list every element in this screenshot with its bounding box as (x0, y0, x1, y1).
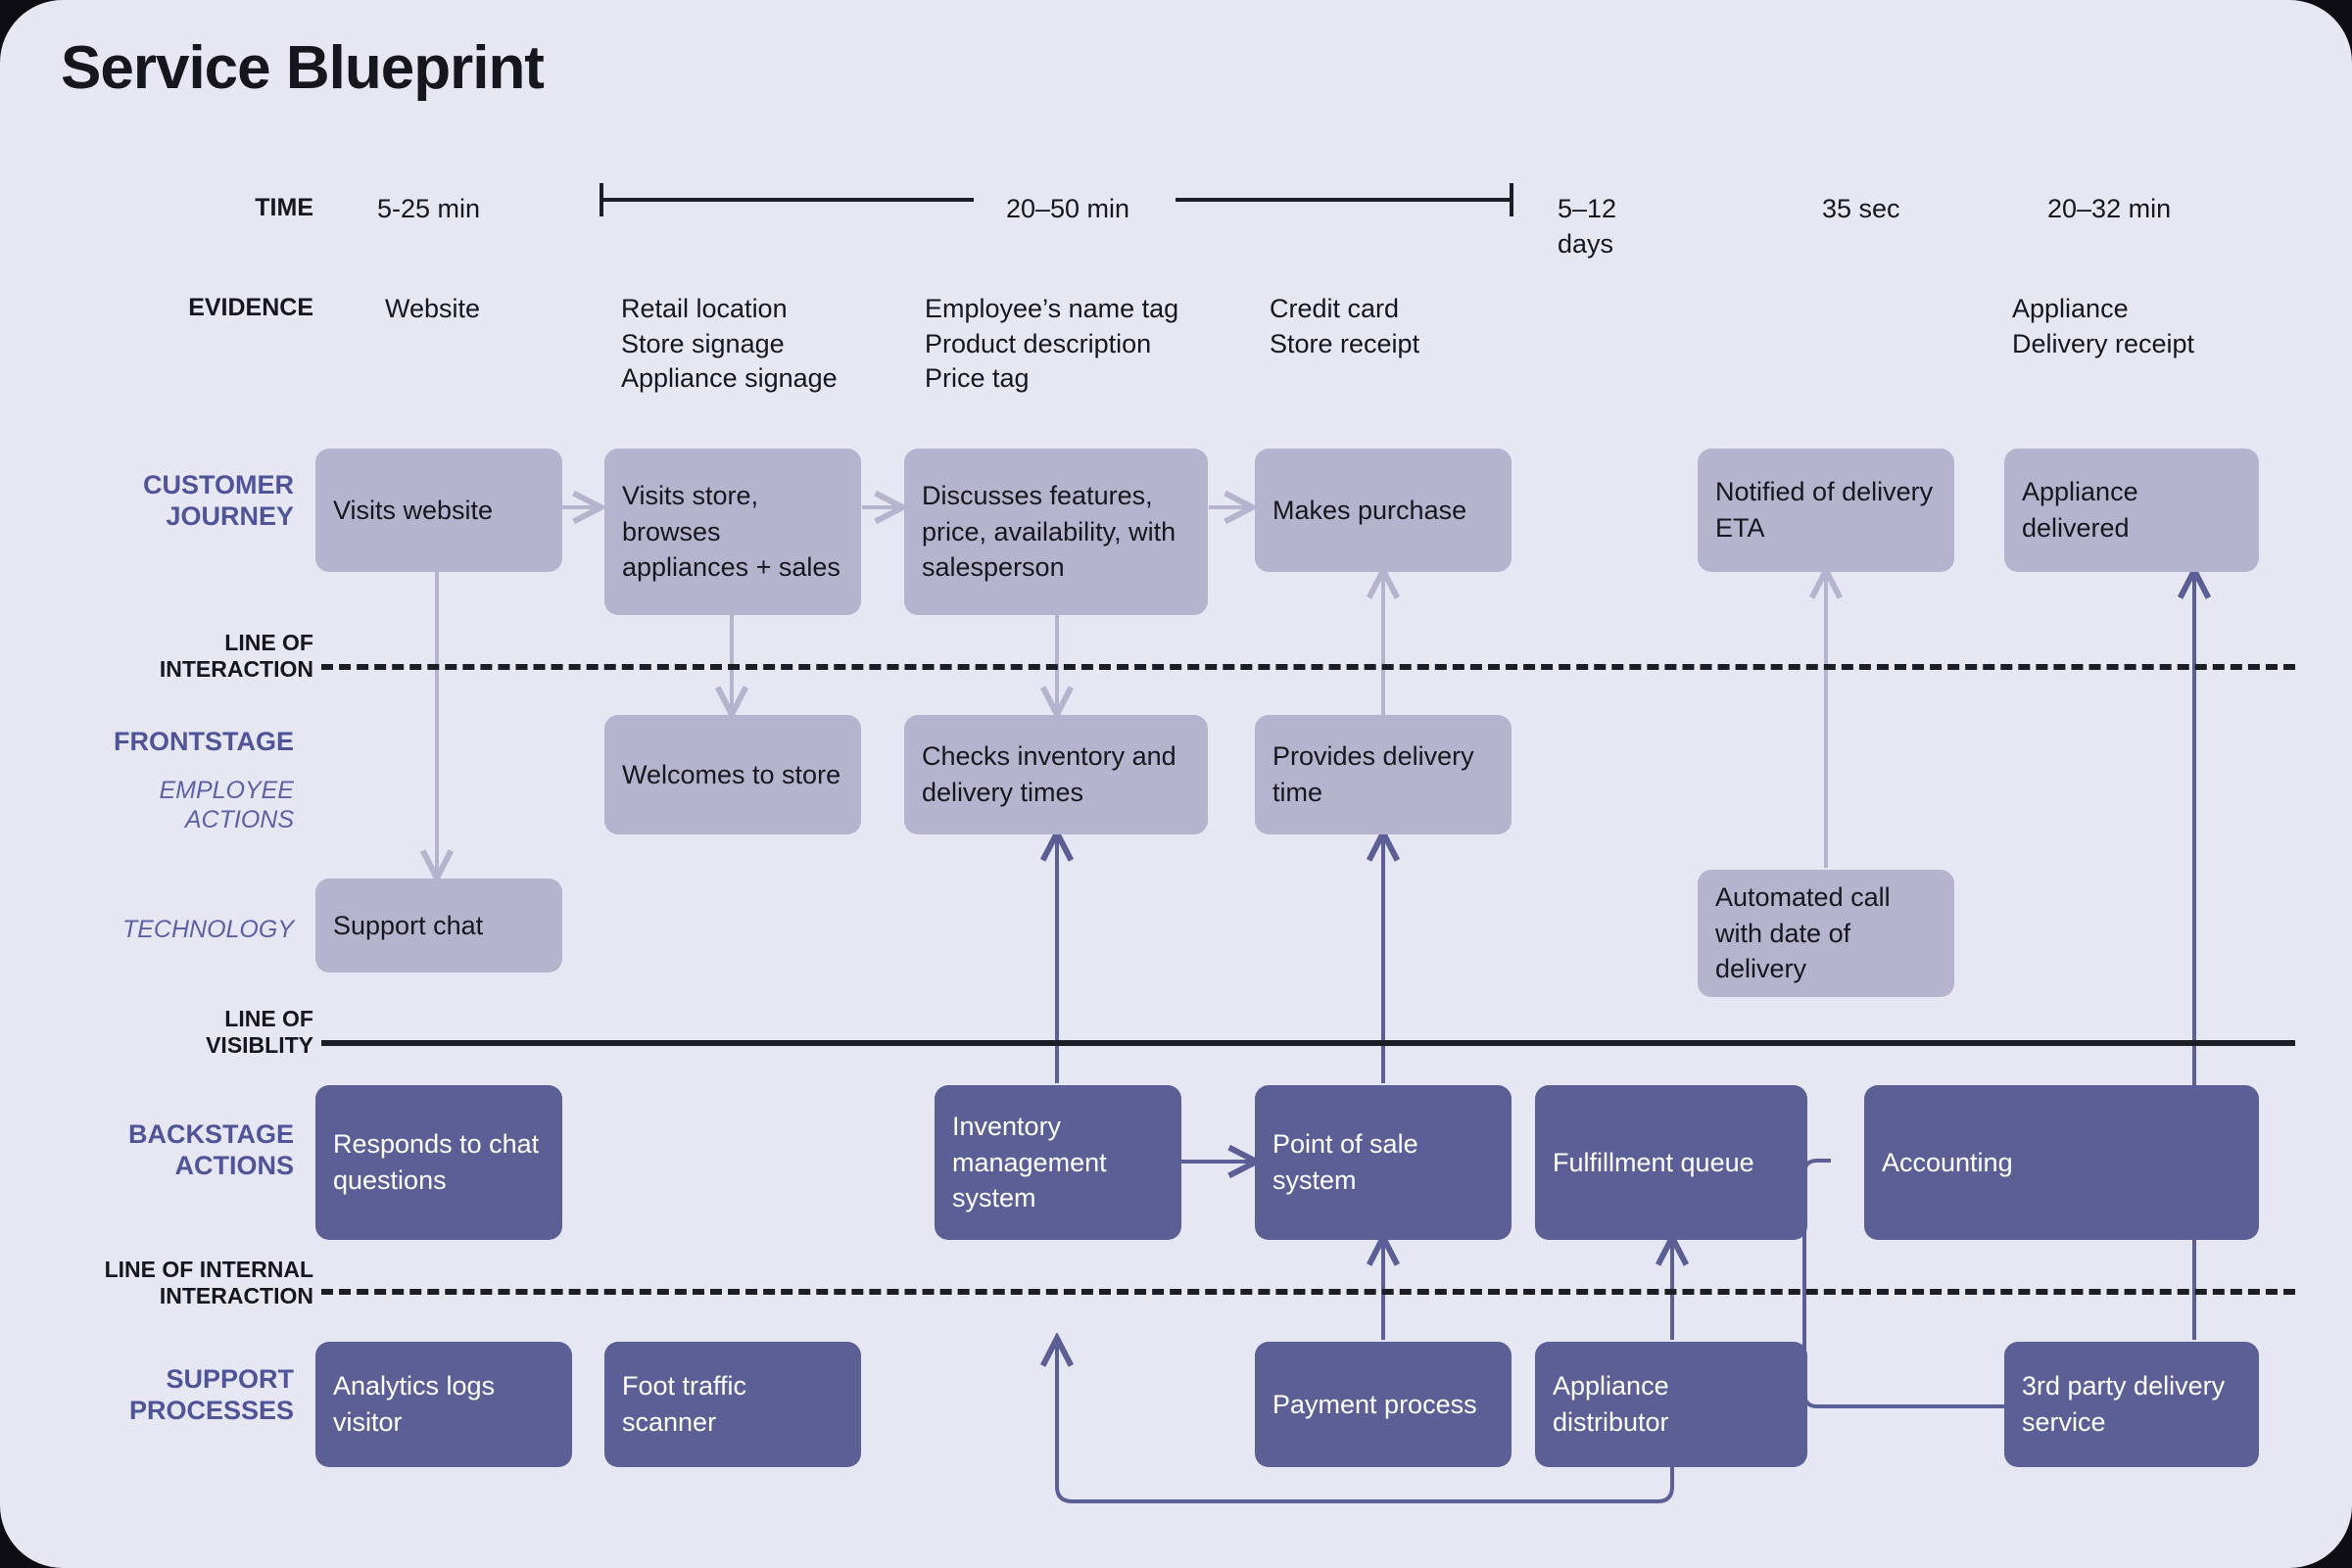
node-label: 3rd party delivery service (2022, 1371, 2226, 1437)
time-cell-2: 5–12 days (1558, 194, 1617, 259)
time-bracket-label: 20–50 min (1005, 194, 1130, 223)
row-label-line-of-visibility: LINE OF VISIBLITY (206, 1006, 313, 1059)
node-label: Visits store, browses appliances + sales (622, 480, 840, 583)
node-label: Responds to chat questions (333, 1129, 540, 1195)
node-label: Inventory management system (952, 1111, 1107, 1213)
row-label-customer-journey: CUSTOMER JOURNEY (142, 470, 294, 531)
page-title: Service Blueprint (61, 34, 545, 102)
line-of-interaction-divider (321, 664, 2295, 670)
time-bracket-right-cap (1510, 183, 1513, 216)
time-bracket-left-line (600, 198, 974, 202)
node-label: Point of sale system (1272, 1129, 1418, 1195)
row-label-support-processes: SUPPORT PROCESSES (128, 1364, 294, 1425)
node-3rd-party-delivery-service: 3rd party delivery service (2004, 1342, 2259, 1467)
node-checks-inventory: Checks inventory and delivery times (904, 715, 1208, 834)
node-label: Notified of delivery ETA (1715, 477, 1934, 543)
node-label: Accounting (1882, 1147, 2013, 1177)
node-visits-website: Visits website (315, 449, 562, 572)
node-label: Analytics logs visitor (333, 1371, 496, 1437)
time-row-label: TIME (255, 194, 313, 221)
node-automated-call: Automated call with date of delivery (1698, 870, 1954, 997)
node-label: Checks inventory and delivery times (922, 741, 1176, 807)
node-appliance-distributor: Appliance distributor (1535, 1342, 1807, 1467)
time-cell-0: 5-25 min (377, 194, 481, 223)
node-label: Provides delivery time (1272, 741, 1474, 807)
node-payment-process: Payment process (1255, 1342, 1512, 1467)
node-label: Appliance delivered (2022, 477, 2138, 543)
row-label-employee-actions: EMPLOYEE ACTIONS (159, 777, 294, 833)
node-support-chat: Support chat (315, 879, 562, 973)
node-label: Appliance distributor (1553, 1371, 1669, 1437)
node-makes-purchase: Makes purchase (1255, 449, 1512, 572)
node-welcomes-to-store: Welcomes to store (604, 715, 861, 834)
row-label-line-of-internal-interaction: LINE OF INTERNAL INTERACTION (104, 1257, 313, 1309)
node-label: Discusses features, price, availability,… (922, 480, 1176, 583)
node-fulfillment-queue: Fulfillment queue (1535, 1085, 1807, 1240)
node-discusses-features: Discusses features, price, availability,… (904, 449, 1208, 615)
node-label: Payment process (1272, 1389, 1477, 1419)
line-of-visibility-divider (321, 1040, 2295, 1046)
node-provides-delivery-time: Provides delivery time (1255, 715, 1512, 834)
row-label-backstage-actions: BACKSTAGE ACTIONS (127, 1119, 294, 1180)
node-label: Automated call with date of delivery (1715, 881, 1891, 984)
node-label: Foot traffic scanner (622, 1371, 747, 1437)
node-appliance-delivered: Appliance delivered (2004, 449, 2259, 572)
time-cell-3: 35 sec (1822, 194, 1900, 223)
node-foot-traffic-scanner: Foot traffic scanner (604, 1342, 861, 1467)
node-label: Visits website (333, 495, 494, 525)
node-analytics-logs-visitor: Analytics logs visitor (315, 1342, 572, 1467)
evidence-cell-4: Appliance Delivery receipt (2012, 294, 2195, 358)
line-of-internal-interaction-divider (321, 1289, 2295, 1295)
node-label: Fulfillment queue (1553, 1147, 1754, 1177)
node-notified-delivery-eta: Notified of delivery ETA (1698, 449, 1954, 572)
evidence-cell-2: Employee’s name tag Product description … (925, 294, 1179, 394)
time-bracket-right-line (1176, 198, 1513, 202)
node-visits-store: Visits store, browses appliances + sales (604, 449, 861, 615)
node-label: Makes purchase (1272, 495, 1467, 525)
row-label-line-of-interaction: LINE OF INTERACTION (159, 630, 313, 683)
node-inventory-management-system: Inventory management system (935, 1085, 1181, 1240)
row-label-frontstage: FRONTSTAGE (114, 727, 294, 756)
node-label: Welcomes to store (622, 759, 841, 789)
row-label-technology: TECHNOLOGY (121, 916, 294, 943)
evidence-cell-1: Retail location Store signage Appliance … (621, 294, 838, 394)
node-responds-to-chat: Responds to chat questions (315, 1085, 562, 1240)
node-label: Support chat (333, 910, 484, 940)
evidence-row-label: EVIDENCE (188, 294, 313, 321)
evidence-cell-0: Website (385, 294, 481, 323)
node-accounting: Accounting (1864, 1085, 2259, 1240)
node-point-of-sale-system: Point of sale system (1255, 1085, 1512, 1240)
evidence-cell-3: Credit card Store receipt (1270, 294, 1420, 358)
time-cell-4: 20–32 min (2047, 194, 2172, 223)
